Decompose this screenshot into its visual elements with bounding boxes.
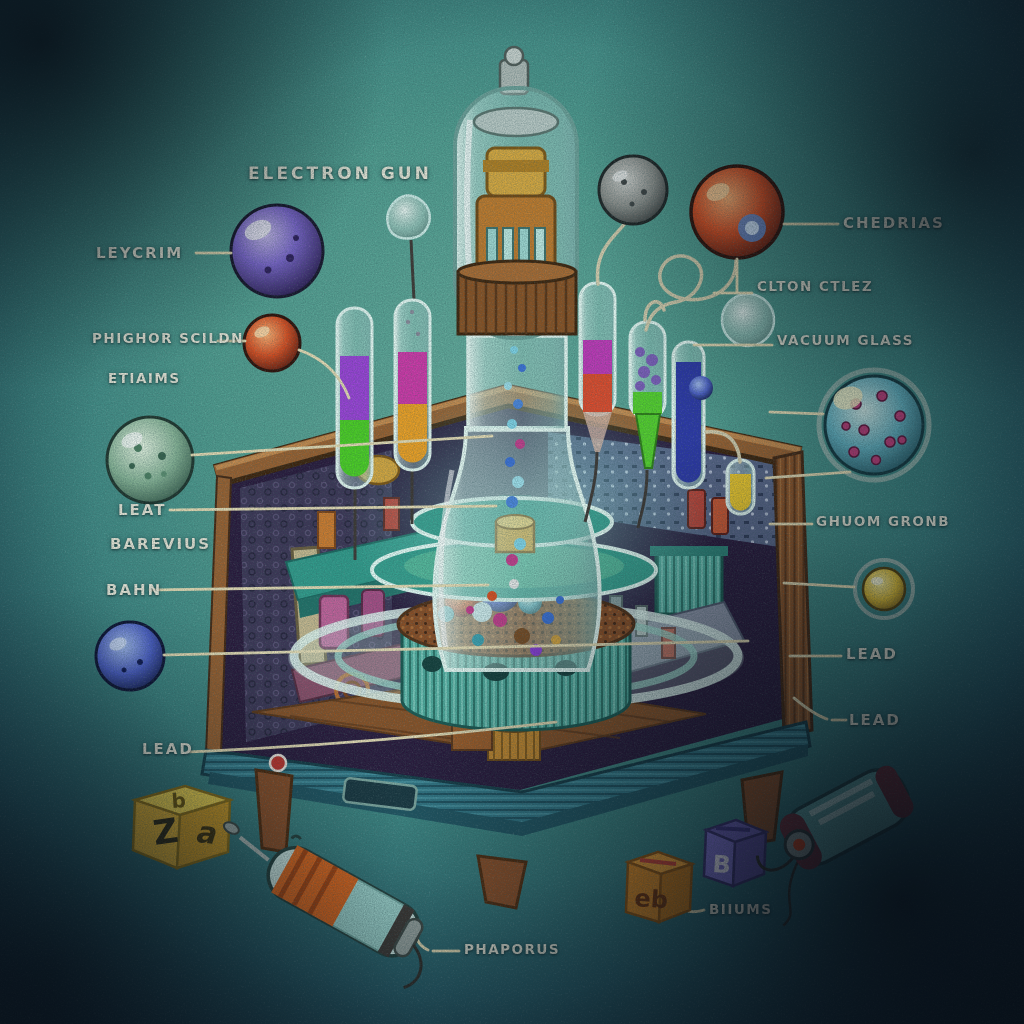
vacuum-tube [453, 45, 579, 340]
callout-etiaims: ETIAIMS [108, 371, 181, 387]
yellow-sphere [853, 558, 915, 620]
callout-electron-gun: ELECTRON GUN [248, 164, 432, 184]
callout-chedrias: CHEDRIAS [843, 214, 945, 232]
red-orange-sphere [242, 313, 302, 373]
red-sphere-large [689, 164, 785, 260]
callout-bahn: BAHN [106, 581, 163, 599]
callout-biiums: BIIUMS [709, 902, 773, 918]
teal-dotted-sphere [816, 367, 932, 483]
glass-teardrop [386, 194, 431, 240]
callout-lead-right-2: LEAD [849, 711, 901, 729]
yellow-letter-cube: Z a b [130, 784, 235, 870]
ribbed-collar [456, 259, 578, 336]
cube-letter-top: b [171, 788, 187, 813]
callout-leycrim: LEYCRIM [96, 244, 184, 262]
cube-letter-b: B [712, 850, 732, 879]
callout-phaporus: PHAPORUS [464, 942, 561, 958]
gray-speckled-sphere [597, 154, 669, 226]
syringe-capsule [222, 821, 424, 990]
small-yellow-tube [725, 458, 756, 516]
glass-bubble [720, 292, 776, 348]
cube-letter-side: a [195, 815, 219, 852]
callout-barevius: BAREVIUS [110, 535, 212, 553]
callout-leat: LEAT [118, 501, 167, 519]
green-speckled-sphere [105, 415, 195, 505]
callout-phighor-scildn: PHIGHOR SCILDN [92, 331, 244, 347]
callout-clton-ctlez: CLTON CTLEZ [757, 279, 874, 295]
test-tube-blue [671, 340, 706, 490]
callout-ghuom-gronb: GHUOM GRONB [816, 514, 950, 530]
blue-sphere [94, 620, 166, 692]
purple-sphere [229, 203, 325, 299]
purple-letter-cube: B [702, 818, 770, 888]
knob [268, 753, 288, 773]
cube-letter-eb: eb [634, 884, 669, 914]
callout-vacuum-glass: VACUUM GLASS [777, 333, 914, 349]
callout-lead-right-1: LEAD [846, 645, 898, 663]
orange-letter-cube: eb [624, 850, 696, 924]
callout-lead-bottom-left: LEAD [142, 740, 194, 758]
small-blue-bead [689, 376, 713, 400]
